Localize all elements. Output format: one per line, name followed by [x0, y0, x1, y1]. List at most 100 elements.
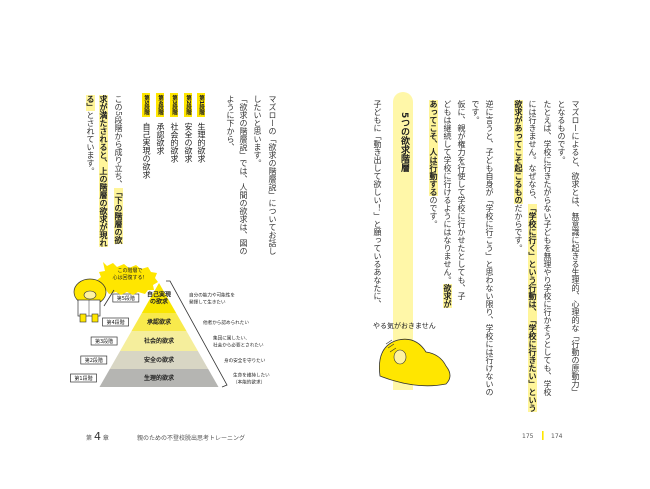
step-label: 第3段階 [95, 338, 113, 345]
text-segment: 「欲求の階層説」では、人間の欲求は、図の [239, 95, 248, 255]
text-column: マズローによると、欲求とは、無意識に起きる生理的、心理的な「行動の原動力」 [570, 100, 580, 396]
highlighted-text: 「学校に行く」という行動は、「学校に行きたい」という [528, 204, 537, 412]
stage-item: 第2段階安全の欲求 [183, 93, 194, 162]
teacher-character-illustration: この階層で 心は回復する！ [73, 262, 158, 323]
page-number-right: 174 [551, 433, 563, 440]
text-column: 「欲求の階層説」では、人間の欲求は、図の [238, 95, 248, 255]
text-segment: となるものです。 [557, 100, 566, 164]
step-label: 第4段階 [106, 319, 124, 326]
layer-description: （本能的欲求） [233, 379, 265, 386]
stage-name: 安全の欲求 [184, 122, 193, 163]
text-segment: マズローによると、欲求とは、無意識に起きる生理的、心理的な「行動の原動力」 [571, 100, 580, 396]
text-column: には行きません。なぜなら、「学校に行く」という行動は、「学校に行きたい」という [527, 100, 537, 412]
pyramid-layer [131, 313, 187, 331]
chapter-number: 4 [93, 430, 101, 443]
highlighted-text: 求が満たされると、上の階層の欲求が現れ [99, 95, 108, 247]
step-label: 第1段階 [74, 375, 92, 382]
text-column: です。 [470, 100, 480, 124]
stage-badge: 第1段階 [197, 93, 205, 118]
text-column: したいと思います。 [252, 95, 262, 167]
text-column: 逆に言うと、子ども自身が「学校に行こう」と思わない限り、学校には行けないの [484, 100, 494, 396]
section-heading: 5つの欲求階層 [399, 112, 409, 173]
stage-item: 第4段階承認欲求 [155, 93, 166, 154]
layer-label: 社会的欲求 [143, 337, 175, 345]
text-segment: マズローの「欲求の階層説」についてお話し [268, 95, 277, 255]
step-label-box [70, 373, 97, 383]
text-segment: 仮に、親が権力を行使して学校に行かせたとしても、子 [457, 100, 466, 300]
stage-badge: 第2段階 [184, 93, 192, 118]
layer-description: 自分の能力や可能性を [189, 292, 235, 299]
text-segment: です。 [471, 100, 480, 124]
chapter-label: 第 4 章 [86, 430, 109, 443]
text-column: となるものです。 [556, 100, 566, 164]
stage-badge: 第3段階 [170, 93, 178, 118]
stage-badge: 第4段階 [156, 93, 164, 118]
highlighted-text: る」 [86, 95, 95, 111]
text-column: 欲求があってこそ起こるものだからです。 [513, 100, 523, 252]
pyramid-layer [141, 283, 177, 313]
step-label-box [112, 293, 140, 303]
step-label-box [80, 355, 108, 365]
stage-name: 承認欲求 [156, 122, 165, 155]
stage-item: 第3段階社会的欲求 [169, 93, 180, 162]
lazy-character-illustration: やる気がおきません [373, 321, 451, 387]
section-heading-band [393, 92, 413, 390]
layer-description: 発揮して生きたい [189, 299, 226, 306]
step-label: 第5段階 [117, 295, 135, 302]
text-segment: だからです。 [514, 204, 523, 252]
layer-description: 集団に属したい、 [213, 335, 250, 342]
pyramid-layer [120, 331, 198, 351]
text-column: る」とされています。 [85, 95, 95, 175]
highlighted-text: 「下の階層の欲 [114, 188, 123, 245]
text-segment: には行きません。なぜなら、 [528, 100, 537, 204]
text-segment: ように下から、 [226, 95, 235, 151]
text-column: たとえば、学校に行きたがらない子どもを無理やり学校に行かそうとしても、学校 [542, 100, 552, 396]
stage-item: 第5段階自己実現の欲求 [141, 93, 152, 178]
text-column: この5段階から成り立ち、「下の階層の欲 [113, 95, 123, 245]
stage-item: 第1段階生理的欲求 [196, 93, 207, 162]
book-title: 親のための不登校脱出思考トレーニング [137, 435, 246, 442]
bubble-line-1: この階層で [117, 267, 142, 274]
text-segment: 逆に言うと、子ども自身が「学校に行こう」と思わない限り、学校には行けないの [485, 100, 494, 396]
page-number-left: 175 [522, 433, 534, 440]
layer-label: 承認欲求 [147, 318, 172, 326]
stage-name: 生理的欲求 [197, 122, 206, 163]
layer-description: 身の安全を守りたい [224, 357, 266, 364]
text-segment: したいと思います。 [253, 95, 262, 167]
stage-name: 社会的欲求 [170, 122, 179, 163]
lazy-caption: やる気がおきません [373, 321, 436, 330]
text-column: マズローの「欲求の階層説」についてお話し [267, 95, 277, 255]
text-column: どもは継続して学校に行けるようにはなりません。欲求が [442, 100, 452, 308]
layer-label: の欲求 [150, 298, 169, 306]
bracket-line [166, 280, 228, 388]
text-segment: どもは継続して学校に行けるようにはなりません。 [443, 100, 452, 284]
text-segment: 子どもに「動き出して欲しい！」と願っているあなたに、 [373, 100, 382, 308]
step-label-box [102, 317, 129, 327]
text-column: 仮に、親が権力を行使して学校に行かせたとしても、子 [456, 100, 466, 300]
text-column: 子どもに「動き出して欲しい！」と願っているあなたに、 [372, 100, 382, 308]
stage-badge: 第5段階 [142, 93, 150, 118]
highlighted-text: 欲求があってこそ起こるもの [514, 100, 523, 204]
highlighted-text: 欲求が [443, 284, 452, 308]
layer-description: 社会から必要とされたい [213, 342, 264, 349]
page-divider [542, 431, 544, 440]
text-segment: のです。 [429, 196, 438, 228]
chapter-suffix: 章 [102, 435, 109, 442]
text-column: あってこそ、人は行動するのです。 [428, 100, 438, 228]
stage-name: 自己実現の欲求 [142, 122, 151, 179]
bubble-line-2: 心は回復する！ [112, 274, 147, 281]
pyramid-layer [109, 351, 209, 369]
text-segment: とされています。 [86, 111, 95, 175]
text-column: ように下から、 [225, 95, 235, 151]
text-segment: たとえば、学校に行きたがらない子どもを無理やり学校に行かそうとしても、学校 [543, 100, 552, 396]
pyramid-diagram: 生理的欲求第1段階生命を維持したい（本能的欲求）安全の欲求第2段階身の安全を守り… [70, 280, 270, 388]
text-segment: この5段階から成り立ち、 [114, 95, 123, 189]
layer-label: 生理的欲求 [144, 374, 175, 382]
text-column: 求が満たされると、上の階層の欲求が現れ [98, 95, 108, 247]
layer-description: 他者から認められたい [203, 319, 249, 326]
layer-label: 安全の欲求 [144, 356, 175, 364]
layer-label: 自己実現 [147, 291, 171, 299]
layer-description: 生命を維持したい [233, 372, 270, 379]
chapter-prefix: 第 [86, 435, 93, 442]
